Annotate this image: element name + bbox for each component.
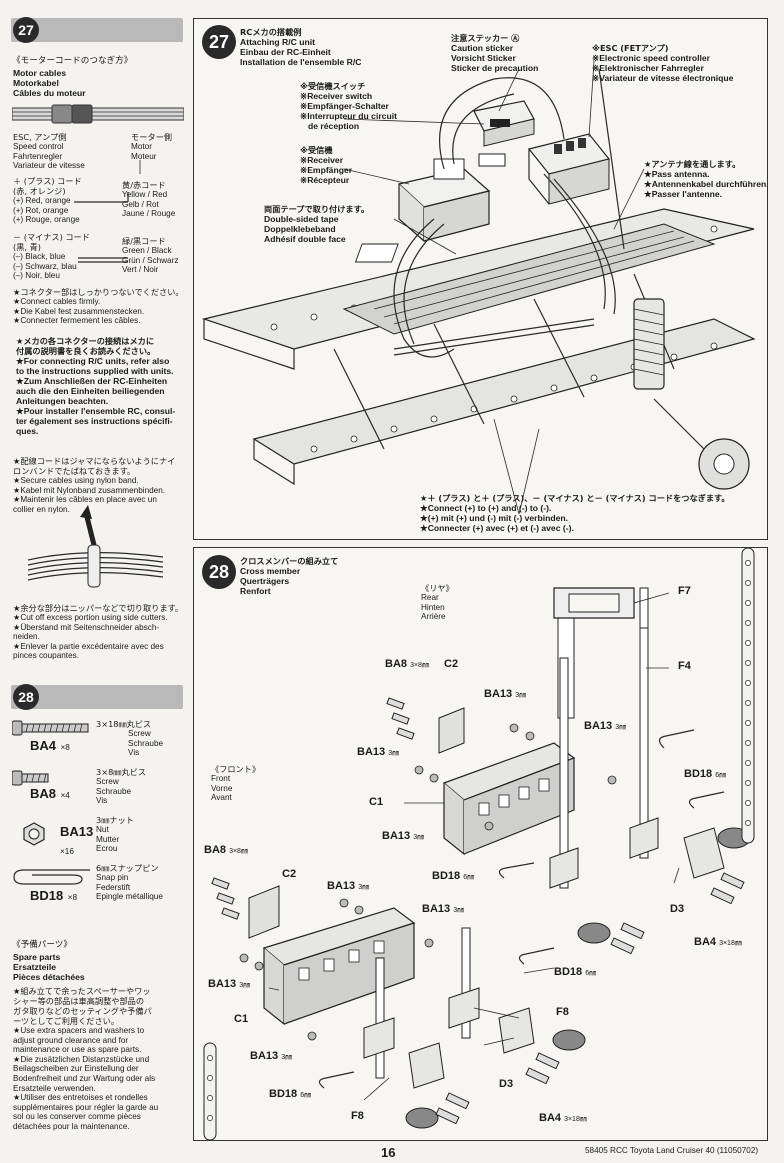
callout-ba13-front-1: BA13 3㎜ — [327, 880, 370, 892]
part-bd18-code: BD18 ×8 — [30, 888, 78, 903]
cord-connection-lines — [74, 160, 141, 263]
nut-ba13-icon — [23, 822, 45, 846]
part-ba8-code: BA8 ×4 — [30, 786, 70, 801]
chassis-illustration — [201, 60, 756, 515]
callout-d3-front: D3 — [499, 1078, 514, 1090]
callout-c1-front: C1 — [234, 1013, 249, 1025]
callout-ba13-rear-1: BA13 3㎜ — [484, 688, 527, 700]
step-28-badge: 28 — [13, 684, 39, 710]
step-27-header-bar — [11, 18, 183, 42]
callout-bd18-mid: BD18 6㎜ — [432, 870, 475, 882]
nylon-band-note: ★配線コードはジャマにならないようにナイロンバンドでたばねておきます。★Secu… — [13, 456, 176, 514]
callout-ba13-front-2: BA13 3㎜ — [422, 903, 465, 915]
callout-bd18-bottom: BD18 6㎜ — [269, 1088, 312, 1100]
motor-cables-title: 《モーターコードのつなぎ方》 — [12, 56, 133, 66]
callout-ba13-front-3: BA13 3㎜ — [208, 978, 251, 990]
step-27-panel-badge: 27 — [202, 25, 236, 59]
spare-parts-title: 《予備パーツ》 — [12, 940, 72, 950]
plus-cord-label: ＋ (プラス) コード(赤, オレンジ)(+) Red, orange(+) R… — [13, 176, 82, 225]
callout-bd18-front: BD18 6㎜ — [554, 966, 597, 978]
snap-pin-bd18-icon — [13, 869, 90, 885]
callout-d3-rear: D3 — [670, 903, 685, 915]
step-28-header-bar — [11, 685, 183, 709]
screw-ba4-icon — [12, 720, 89, 736]
callout-ba13-rear-2: BA13 3㎜ — [584, 720, 627, 732]
callout-f8-mid: F8 — [556, 1006, 569, 1018]
step-28-panel-badge: 28 — [202, 555, 236, 589]
antenna-label: ★アンテナ線を通します。★Pass antenna.★Antennenkabel… — [644, 159, 769, 199]
cross-member-illustration — [203, 548, 755, 1140]
screw-ba8-icon — [12, 770, 49, 786]
callout-c1-rear: C1 — [369, 796, 384, 808]
callout-ba4-rear: BA4 3×18㎜ — [694, 936, 742, 948]
callout-c2-rear: C2 — [444, 658, 459, 670]
callout-f7: F7 — [678, 585, 691, 597]
connect-firmly-note: ★コネクター部はしっかりつないでください。★Connect cables fir… — [13, 287, 184, 326]
spare-parts-note: ★組み立てで余ったスペーサーやワッシャー等の部品は車高調整や部品のガタ取りなどの… — [13, 986, 159, 1131]
callout-bd18-rear: BD18 6㎜ — [684, 768, 727, 780]
callout-f4: F4 — [678, 660, 691, 672]
part-ba4-code: BA4 ×8 — [30, 738, 70, 753]
callout-f8-bottom: F8 — [351, 1110, 364, 1122]
connector-diagram — [12, 104, 184, 124]
callout-ba4-front: BA4 3×18㎜ — [539, 1112, 587, 1124]
callout-ba8-rear: BA8 3×8㎜ — [385, 658, 429, 670]
receiver-label: ※受信機※Receiver※Empfänger※Récepteur — [300, 145, 353, 185]
nylon-band-illustration — [28, 505, 163, 588]
page-number: 16 — [381, 1145, 396, 1160]
cut-off-note: ★余分な部分はニッパーなどで切り取ります。★Cut off excess por… — [13, 603, 184, 661]
rc-instructions-note: ★メカの各コネクターの接続はメカに付属の説明書を良くお読みください。★For c… — [16, 336, 176, 436]
minus-cord-label: － (マイナス) コード(黒, 青)(–) Black, blue(–) Sch… — [13, 232, 90, 281]
receiver-switch-label: ※受信機スイッチ※Receiver switch※Empfänger-Schal… — [300, 81, 397, 131]
manual-reference: 58405 RCC Toyota Land Cruiser 40 (110507… — [585, 1146, 759, 1155]
callout-ba8-front: BA8 3×8㎜ — [204, 844, 248, 856]
callout-ba13-rear-3: BA13 3㎜ — [357, 746, 400, 758]
callout-ba13-rear-4: BA13 3㎜ — [382, 830, 425, 842]
part-ba13-code: BA13×16 — [60, 824, 94, 856]
connect-plus-minus-label: ★＋ (プラス) と＋ (プラス)、－ (マイナス) と－ (マイナス) コード… — [420, 493, 730, 533]
step-27-badge: 27 — [13, 17, 39, 43]
callout-ba13-front-4: BA13 3㎜ — [250, 1050, 293, 1062]
esc-label: ※ESC (FETアンプ)※Electronic speed controlle… — [592, 43, 734, 83]
callout-c2-front: C2 — [282, 868, 297, 880]
